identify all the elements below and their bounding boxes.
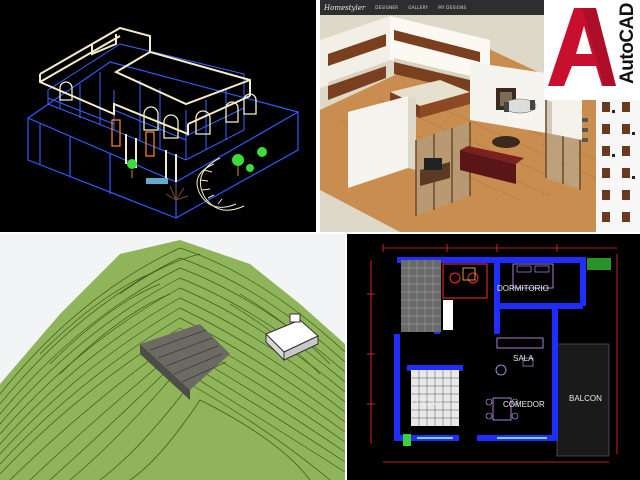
homestyler-logo: Homestyler <box>324 3 366 12</box>
floorplan-drawing <box>347 234 640 480</box>
room-label-balcon: BALCON <box>569 394 602 403</box>
room-label-cocina: COCINA <box>411 398 443 407</box>
tab-gallery[interactable]: GALLERY <box>408 5 429 10</box>
terrain-model-render <box>0 234 345 480</box>
tab-my-designs[interactable]: MY DESIGNS <box>438 5 467 10</box>
interior-3d-drawing <box>320 0 640 232</box>
room-label-comedor: COMEDOR <box>503 400 545 409</box>
topographic-terrain-drawing <box>0 234 345 480</box>
autocad-floorplan: DORMITORIO SALA COCINA COMEDOR BALCON <box>347 234 640 480</box>
autocad-logo: AutoCAD <box>544 0 640 100</box>
wireframe-house-drawing <box>27 26 299 219</box>
tab-designer[interactable]: DESIGNER <box>375 5 399 10</box>
homestyler-interior-render: Homestyler DESIGNER GALLERY MY DESIGNS A… <box>320 0 640 232</box>
homestyler-top-bar: Homestyler DESIGNER GALLERY MY DESIGNS <box>320 0 545 15</box>
wireframe-house-render <box>0 0 316 232</box>
room-label-dormitorio: DORMITORIO <box>497 284 549 293</box>
autocad-wordmark: AutoCAD <box>617 3 638 84</box>
autocad-a-icon <box>548 8 616 86</box>
room-label-sala: SALA <box>513 354 534 363</box>
